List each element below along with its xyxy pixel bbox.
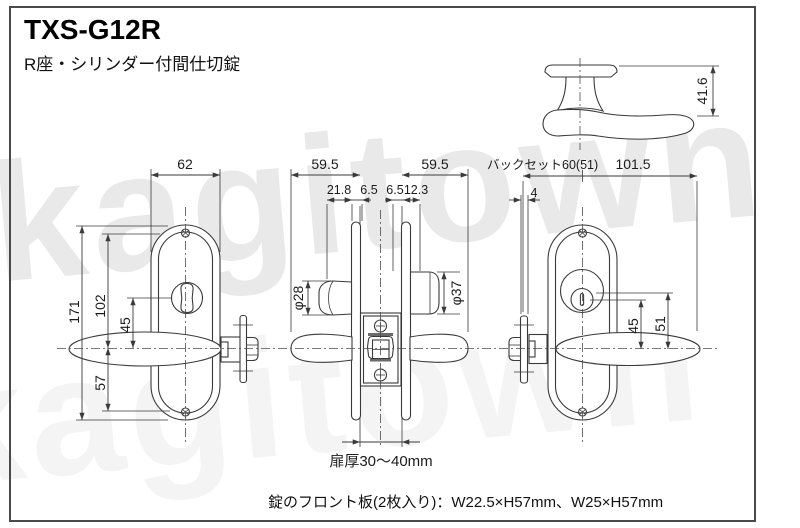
dimension-102: 102 xyxy=(92,233,160,348)
dim-label-cylinder-diameter: φ37 xyxy=(448,280,464,305)
key-cylinder-front xyxy=(559,268,605,314)
dim-label-door-thickness: 扉厚30〜40mm xyxy=(329,453,432,470)
dim-label-thumbturn-diameter: φ28 xyxy=(290,285,306,310)
dimension-57: 57 xyxy=(92,348,170,412)
dim-label-backset: バックセット60(51) xyxy=(487,158,598,172)
centerlines xyxy=(57,58,718,448)
product-code-title: TXS-G12R xyxy=(24,14,161,45)
sub-dimensions-row: 21.8 6.5 6.5 12.3 xyxy=(326,183,428,279)
maker-stamp-bottom xyxy=(370,359,391,362)
dim-label-plate-width: 62 xyxy=(177,156,193,172)
spindle-side-detail xyxy=(220,314,259,384)
dim-label-thumbturn-projection: 21.8 xyxy=(327,183,351,197)
product-description: R座・シリンダー付間仕切錠 xyxy=(24,55,241,74)
lever-handle-front xyxy=(68,331,222,367)
dimension-62: 62 xyxy=(150,156,221,252)
dim-label-handle-height: 41.6 xyxy=(694,77,710,104)
latch-spindle-side-detail xyxy=(508,315,548,384)
thumbturn-side xyxy=(318,280,353,316)
dimension-45-interior: 45 xyxy=(117,297,172,348)
thumbturn-front xyxy=(170,281,204,315)
dim-label-plate-height: 171 xyxy=(66,300,82,324)
dimension-phi28: φ28 xyxy=(290,280,331,316)
dim-label-thumbturn-to-center: 45 xyxy=(117,317,133,333)
dimension-4: 4 xyxy=(509,186,540,314)
dim-label-front-plate-thickness: 4 xyxy=(531,186,538,200)
dim-label-overall-projection-width: 101.5 xyxy=(615,156,650,172)
dim-label-cylinder-projection: 12.3 xyxy=(404,183,428,197)
dim-label-center-to-plate-bottom: 57 xyxy=(92,375,108,391)
dimension-phi37: φ37 xyxy=(437,271,464,315)
dimension-59-5-exterior: 59.5 xyxy=(402,156,469,332)
dimension-59-5-interior: 59.5 xyxy=(290,156,360,332)
dim-label-plate-thickness-exterior: 6.5 xyxy=(386,183,403,197)
dimension-41-6: 41.6 xyxy=(619,65,719,117)
dimension-door-thickness: 扉厚30〜40mm xyxy=(329,439,433,470)
dim-label-plate-top-to-center: 102 xyxy=(92,294,108,318)
exterior-front-view: バックセット60(51) 101.5 4 45 51 xyxy=(487,156,701,421)
dim-label-interior-projection: 59.5 xyxy=(311,156,338,172)
front-plate-note: 錠のフロント板(2枚入り)：W22.5×H57mm、W25×H57mm xyxy=(268,494,664,511)
lever-handle-front-exterior xyxy=(555,331,701,367)
page-border xyxy=(9,6,756,522)
cylinder-side xyxy=(409,271,440,315)
door-section-view: 59.5 59.5 21.8 6.5 xyxy=(290,156,469,470)
dim-label-cylinder-top-to-center: 51 xyxy=(652,316,668,332)
dimension-45-exterior: 45 xyxy=(590,299,646,349)
handle-side-view: 41.6 xyxy=(542,64,719,140)
dimension-171: 171 xyxy=(66,225,168,421)
dimension-51: 51 xyxy=(596,292,673,349)
dimension-backset-101-5: バックセット60(51) 101.5 xyxy=(487,156,698,331)
dim-label-plate-thickness-interior: 6.5 xyxy=(360,183,377,197)
dim-label-exterior-projection: 59.5 xyxy=(421,156,448,172)
interior-front-view: 62 171 102 45 57 xyxy=(66,156,259,421)
dim-label-cylinder-to-center: 45 xyxy=(625,318,641,334)
